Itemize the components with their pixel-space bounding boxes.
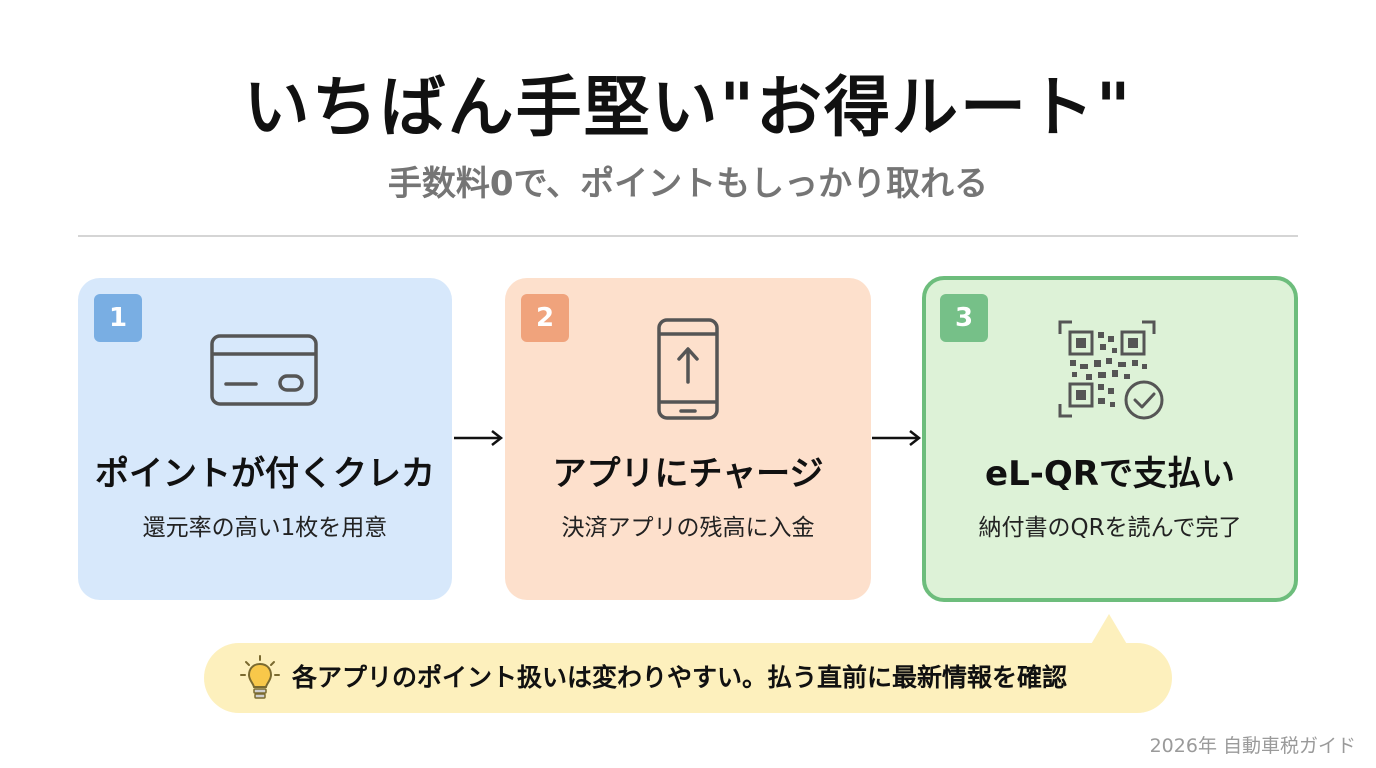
step-description: 還元率の高い1枚を用意 [142, 515, 388, 541]
arrow-right-icon [454, 430, 504, 446]
tip-callout: 各アプリのポイント扱いは変わりやすい。払う直前に最新情報を確認 [204, 643, 1172, 713]
step-card-3: 3 [922, 276, 1298, 602]
page-title: いちばん手堅い"お得ルート" [243, 69, 1133, 146]
step-description: 納付書のQRを読んで完了 [978, 515, 1242, 541]
footer-caption: 2026年 自動車税ガイド [1149, 735, 1356, 757]
step-card-1: 1 ポイントが付くクレカ 還元率の高い1枚を用意 [78, 278, 452, 600]
step-number-badge: 2 [521, 294, 569, 342]
page-subtitle: 手数料0で、ポイントもしっかり取れる [387, 164, 989, 204]
credit-card-icon [210, 334, 318, 406]
divider [78, 235, 1298, 237]
step-description: 決済アプリの残高に入金 [561, 515, 815, 541]
step-number-badge: 1 [94, 294, 142, 342]
step-card-2: 2 アプリにチャージ 決済アプリの残高に入金 [505, 278, 871, 600]
callout-pointer [1090, 614, 1128, 646]
qr-code-check-icon [1058, 320, 1164, 420]
tip-text: 各アプリのポイント扱いは変わりやすい。払う直前に最新情報を確認 [292, 663, 1068, 692]
arrow-right-icon [872, 430, 922, 446]
lightbulb-icon [240, 655, 280, 699]
step-number-badge: 3 [940, 294, 988, 342]
step-title: eL-QRで支払い [985, 454, 1235, 494]
step-title: ポイントが付くクレカ [95, 454, 435, 494]
smartphone-upload-icon [657, 318, 719, 420]
step-title: アプリにチャージ [552, 454, 824, 494]
